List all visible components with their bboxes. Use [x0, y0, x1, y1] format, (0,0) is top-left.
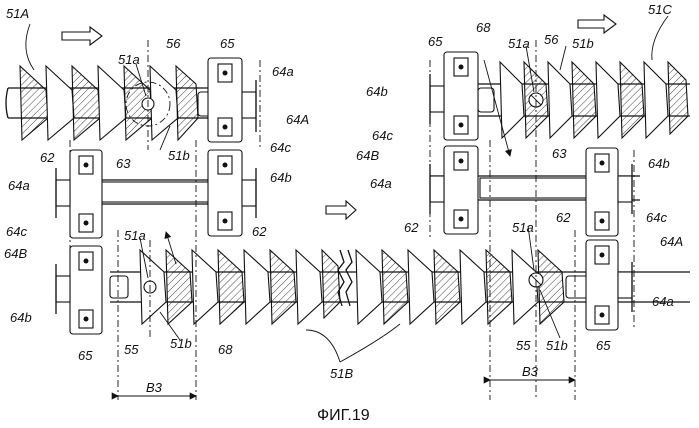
label-62-1: 62	[40, 150, 55, 165]
label-64a-1: 64a	[272, 64, 294, 79]
label-64a-4: 64a	[652, 294, 674, 309]
label-b3-1: B3	[146, 380, 163, 395]
chain-unit-far-left-bottom	[56, 246, 102, 334]
label-64A-2: 64A	[660, 234, 683, 249]
label-51b-3: 51b	[572, 36, 594, 51]
label-55-2: 55	[516, 338, 531, 353]
label-55-1: 55	[124, 342, 139, 357]
label-64b-1: 64b	[270, 170, 292, 185]
label-51b-2: 51b	[170, 336, 192, 351]
label-51b-4: 51b	[546, 338, 568, 353]
label-64b-4: 64b	[648, 156, 670, 171]
chain-unit-far-right-bottom	[586, 240, 632, 330]
label-62-2: 62	[252, 224, 267, 239]
auger-51C	[478, 62, 690, 138]
label-51A: 51A	[6, 6, 29, 21]
label-62-3: 62	[404, 220, 419, 235]
chain-unit-right-mid	[430, 146, 478, 234]
label-51a-1: 51a	[118, 52, 140, 67]
auger-51A	[6, 66, 215, 140]
label-63-2: 63	[552, 146, 567, 161]
label-64b-3: 64b	[366, 84, 388, 99]
label-64b-2: 64b	[10, 310, 32, 325]
label-51b-1: 51b	[168, 148, 190, 163]
label-65-1: 65	[220, 36, 235, 51]
label-64c-2: 64c	[6, 224, 27, 239]
label-51B: 51B	[330, 366, 353, 381]
label-68-1: 68	[218, 342, 233, 357]
figure-caption: ФИГ.19	[317, 407, 370, 424]
label-65-4: 65	[596, 338, 611, 353]
chain-unit-far-right-top	[586, 148, 632, 236]
label-68-2: 68	[476, 20, 491, 35]
label-64a-3: 64a	[370, 176, 392, 191]
label-64c-1: 64c	[270, 140, 291, 155]
auger-51C-flights	[500, 62, 688, 138]
label-51a-3: 51a	[508, 36, 530, 51]
chain-unit-left-mid	[208, 150, 256, 236]
auger-51A-flights	[20, 66, 198, 140]
label-64a-2: 64a	[8, 178, 30, 193]
label-51C: 51C	[648, 2, 672, 17]
chain-unit-far-left-top	[56, 150, 102, 238]
label-51a-4: 51a	[512, 220, 534, 235]
chain-unit-right-top	[430, 52, 478, 140]
label-56-1: 56	[166, 36, 181, 51]
label-64B-2: 64B	[356, 148, 379, 163]
label-64c-4: 64c	[646, 210, 667, 225]
label-56-2: 56	[544, 32, 559, 47]
label-64B-1: 64B	[4, 246, 27, 261]
label-64c-3: 64c	[372, 128, 393, 143]
label-65-2: 65	[78, 348, 93, 363]
label-51a-2: 51a	[124, 228, 146, 243]
label-b3-2: B3	[522, 364, 539, 379]
auger-51B-flights-left	[140, 250, 340, 324]
label-63-1: 63	[116, 156, 131, 171]
chain-unit-left-top	[208, 58, 256, 142]
label-65-3: 65	[428, 34, 443, 49]
label-62-4: 62	[556, 210, 571, 225]
label-64A-1: 64A	[286, 112, 309, 127]
